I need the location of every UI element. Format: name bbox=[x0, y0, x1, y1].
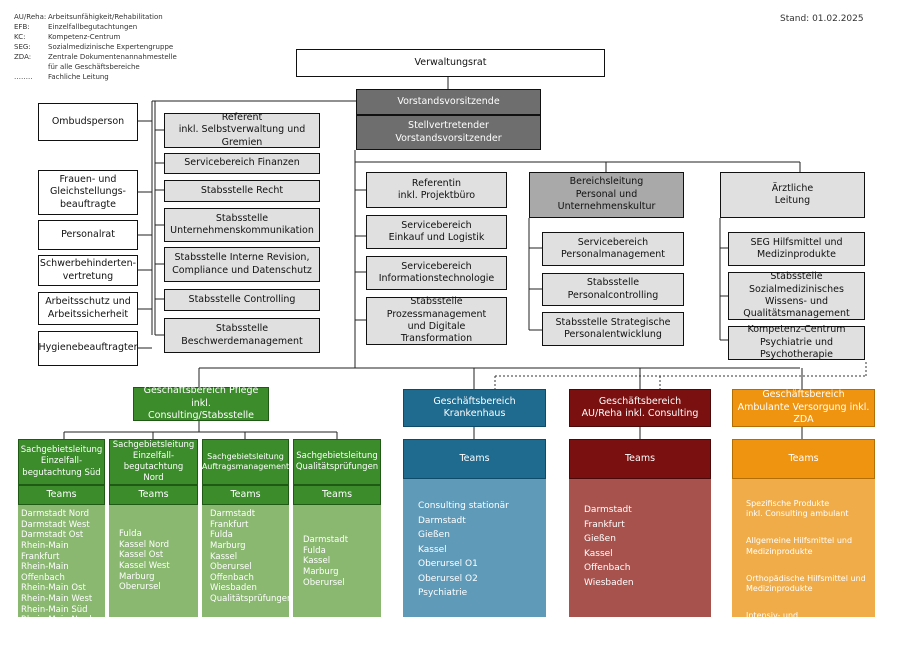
gleichstellung-box[interactable]: Frauen- und Gleichstellungs- beauftragte bbox=[38, 170, 138, 215]
aureha-head-box[interactable]: Geschäftsbereich AU/Reha inkl. Consultin… bbox=[569, 389, 711, 427]
col2-bereichsleitung-box[interactable]: Bereichsleitung Personal und Unternehmen… bbox=[529, 172, 684, 218]
pflege-unit-nord-list: Fulda Kassel Nord Kassel Ost Kassel West… bbox=[109, 505, 198, 617]
pflege-unit-qualitaet-title[interactable]: Sachgebietsleitung Qualitätsprüfungen bbox=[293, 439, 381, 485]
col1-einkauf-box[interactable]: Servicebereich Einkauf und Logistik bbox=[366, 215, 507, 249]
stellvertreter-box[interactable]: Stellvertretender Vorstandsvorsitzender bbox=[356, 115, 541, 150]
staff-revision-box[interactable]: Stabsstelle Interne Revision, Compliance… bbox=[164, 247, 320, 282]
krankenhaus-teams-box[interactable]: Teams bbox=[403, 439, 546, 479]
staff-kommunikation-box[interactable]: Stabsstelle Unternehmenskommunikation bbox=[164, 208, 320, 242]
connector-lines bbox=[63, 77, 867, 439]
col3-wissens-box[interactable]: Stabsstelle Sozialmedizinisches Wissens-… bbox=[728, 271, 865, 320]
ambulant-head-box[interactable]: Geschäftsbereich Ambulante Versorgung in… bbox=[732, 389, 875, 427]
legend-row: ……..Fachliche Leitung bbox=[14, 73, 109, 81]
abbreviation-legend: AU/Reha:Arbeitsunfähigkeit/Rehabilitatio… bbox=[14, 12, 194, 82]
pflege-unit-sued-title[interactable]: Sachgebietsleitung Einzelfall- begutacht… bbox=[18, 439, 105, 485]
ambulant-item: Orthopädische Hilfsmittel und Medizinpro… bbox=[746, 573, 866, 594]
pflege-unit-auftrag-teams[interactable]: Teams bbox=[202, 485, 289, 505]
staff-controlling-box[interactable]: Stabsstelle Controlling bbox=[164, 289, 320, 311]
pflege-unit-nord-teams[interactable]: Teams bbox=[109, 485, 198, 505]
pflege-unit-auftrag-list: Darmstadt Frankfurt Fulda Marburg Kassel… bbox=[202, 505, 292, 617]
legend-row: EFB:Einzelfallbegutachtungen bbox=[14, 23, 138, 31]
personalrat-box[interactable]: Personalrat bbox=[38, 220, 138, 250]
staff-recht-box[interactable]: Stabsstelle Recht bbox=[164, 180, 320, 202]
legend-row: SEG:Sozialmedizinische Expertengruppe bbox=[14, 43, 174, 51]
col2-personalmanagement-box[interactable]: Servicebereich Personalmanagement bbox=[542, 232, 684, 266]
col1-prozess-box[interactable]: Stabsstelle Prozessmanagement und Digita… bbox=[366, 296, 507, 345]
ambulant-team-list: Spezifische Produkte inkl. Consulting am… bbox=[732, 479, 875, 658]
aureha-team-list: Darmstadt Frankfurt Gießen Kassel Offenb… bbox=[569, 479, 711, 617]
col3-aerztliche-leitung-box[interactable]: Ärztliche Leitung bbox=[720, 172, 865, 218]
legend-row: ZDA:Zentrale Dokumentenannahmestelle für… bbox=[14, 53, 177, 71]
verwaltungsrat-box[interactable]: Verwaltungsrat bbox=[296, 49, 605, 77]
stand-date: Stand: 01.02.2025 bbox=[780, 14, 864, 24]
ambulant-teams-box[interactable]: Teams bbox=[732, 439, 875, 479]
krankenhaus-team-list: Consulting stationär Darmstadt Gießen Ka… bbox=[403, 479, 546, 617]
pflege-unit-sued-list: Darmstadt Nord Darmstadt West Darmstadt … bbox=[18, 505, 105, 636]
ambulant-item: Ersatzansprüche bbox=[746, 648, 813, 658]
schwerbehinderten-box[interactable]: Schwerbehinderten- vertretung bbox=[38, 255, 138, 286]
arbeitsschutz-box[interactable]: Arbeitsschutz und Arbeitssicherheit bbox=[38, 292, 138, 325]
pflege-unit-qualitaet-teams[interactable]: Teams bbox=[293, 485, 381, 505]
pflege-unit-nord-title[interactable]: Sachgebietsleitung Einzelfall- begutacht… bbox=[109, 439, 198, 485]
col3-seg-box[interactable]: SEG Hilfsmittel und Medizinprodukte bbox=[728, 232, 865, 266]
ambulant-item: Allgemeine Hilfsmittel und Medizinproduk… bbox=[746, 536, 853, 556]
pflege-unit-auftrag-title[interactable]: Sachgebietsleitung Auftragsmanagement bbox=[202, 439, 289, 485]
pflege-unit-qualitaet-list: Darmstadt Fulda Kassel Marburg Oberursel bbox=[293, 505, 381, 617]
pflege-unit-sued-teams[interactable]: Teams bbox=[18, 485, 105, 505]
legend-row: AU/Reha:Arbeitsunfähigkeit/Rehabilitatio… bbox=[14, 13, 163, 21]
staff-finanzen-box[interactable]: Servicebereich Finanzen bbox=[164, 153, 320, 174]
ombudsperson-box[interactable]: Ombudsperson bbox=[38, 103, 138, 141]
hygiene-box[interactable]: Hygienebeauftragter bbox=[38, 331, 138, 366]
staff-beschwerde-box[interactable]: Stabsstelle Beschwerdemanagement bbox=[164, 318, 320, 353]
col3-kompetenz-box[interactable]: Kompetenz-Centrum Psychiatrie und Psycho… bbox=[728, 324, 865, 360]
staff-referent-box[interactable]: Referent inkl. Selbstverwaltung und Grem… bbox=[164, 112, 320, 148]
col2-personalentwicklung-box[interactable]: Stabsstelle Strategische Personalentwick… bbox=[542, 312, 684, 346]
legend-row: KC:Kompetenz-Centrum bbox=[14, 33, 121, 41]
col1-referentin-box[interactable]: Referentin inkl. Projektbüro bbox=[366, 172, 507, 208]
aureha-teams-box[interactable]: Teams bbox=[569, 439, 711, 479]
pflege-head-box[interactable]: Geschäftsbereich Pflege inkl. Consulting… bbox=[133, 385, 269, 421]
col2-personalcontrolling-box[interactable]: Stabsstelle Personalcontrolling bbox=[542, 273, 684, 306]
ambulant-item: Spezifische Produkte inkl. Consulting am… bbox=[746, 498, 849, 519]
vorstand-box[interactable]: Vorstandsvorsitzende bbox=[356, 89, 541, 115]
ambulant-item: Intensiv- und Palliativversorgung bbox=[746, 611, 823, 631]
col1-it-box[interactable]: Servicebereich Informationstechnologie bbox=[366, 256, 507, 290]
krankenhaus-head-box[interactable]: Geschäftsbereich Krankenhaus bbox=[403, 389, 546, 427]
